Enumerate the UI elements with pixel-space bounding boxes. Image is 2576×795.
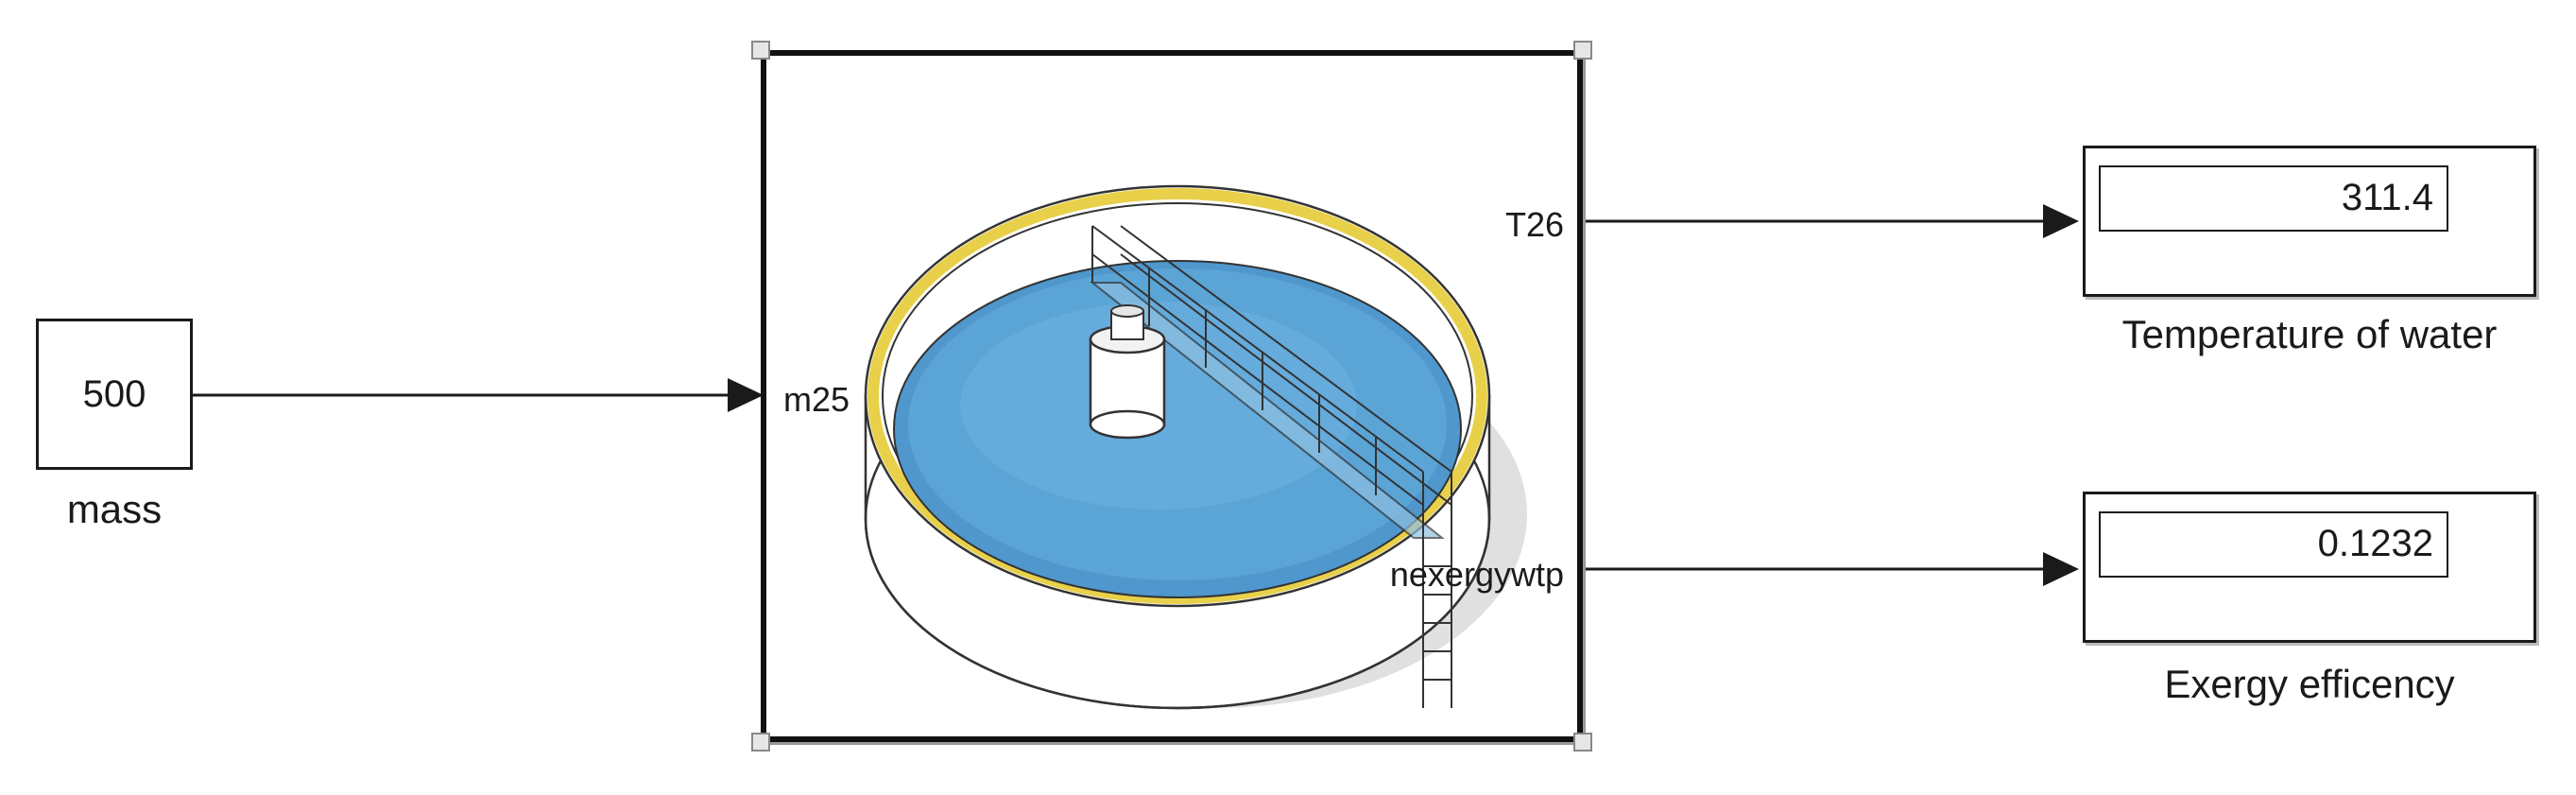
display-block-temperature[interactable]: 311.4 bbox=[2083, 146, 2536, 297]
input-port-m25[interactable]: m25 bbox=[783, 380, 850, 419]
arrowhead-display-exergy bbox=[2043, 552, 2079, 586]
arrowhead-m25 bbox=[728, 378, 764, 412]
water-treatment-clarifier-icon bbox=[864, 184, 1527, 710]
display-value-temperature: 311.4 bbox=[2099, 165, 2448, 232]
constant-label: mass bbox=[66, 487, 163, 531]
resize-handle-top-left[interactable] bbox=[751, 41, 770, 60]
constant-block-mass[interactable]: 500 bbox=[36, 319, 193, 470]
resize-handle-bottom-left[interactable] bbox=[751, 733, 770, 752]
display-block-exergy[interactable]: 0.1232 bbox=[2083, 492, 2536, 643]
output-port-nexergywtp[interactable]: nexergywtp bbox=[1389, 555, 1564, 594]
display-label-temperature: Temperature of water bbox=[2121, 312, 2498, 356]
display-value-exergy: 0.1232 bbox=[2099, 511, 2448, 578]
display-label-exergy: Exergy efficency bbox=[2164, 662, 2455, 706]
output-port-t26[interactable]: T26 bbox=[1504, 205, 1564, 244]
arrowhead-display-temperature bbox=[2043, 204, 2079, 238]
resize-handle-bottom-right[interactable] bbox=[1573, 733, 1592, 752]
subsystem-water-treatment[interactable]: m25 T26 nexergywtp bbox=[761, 50, 1583, 742]
resize-handle-top-right[interactable] bbox=[1573, 41, 1592, 60]
constant-value: 500 bbox=[82, 372, 146, 415]
